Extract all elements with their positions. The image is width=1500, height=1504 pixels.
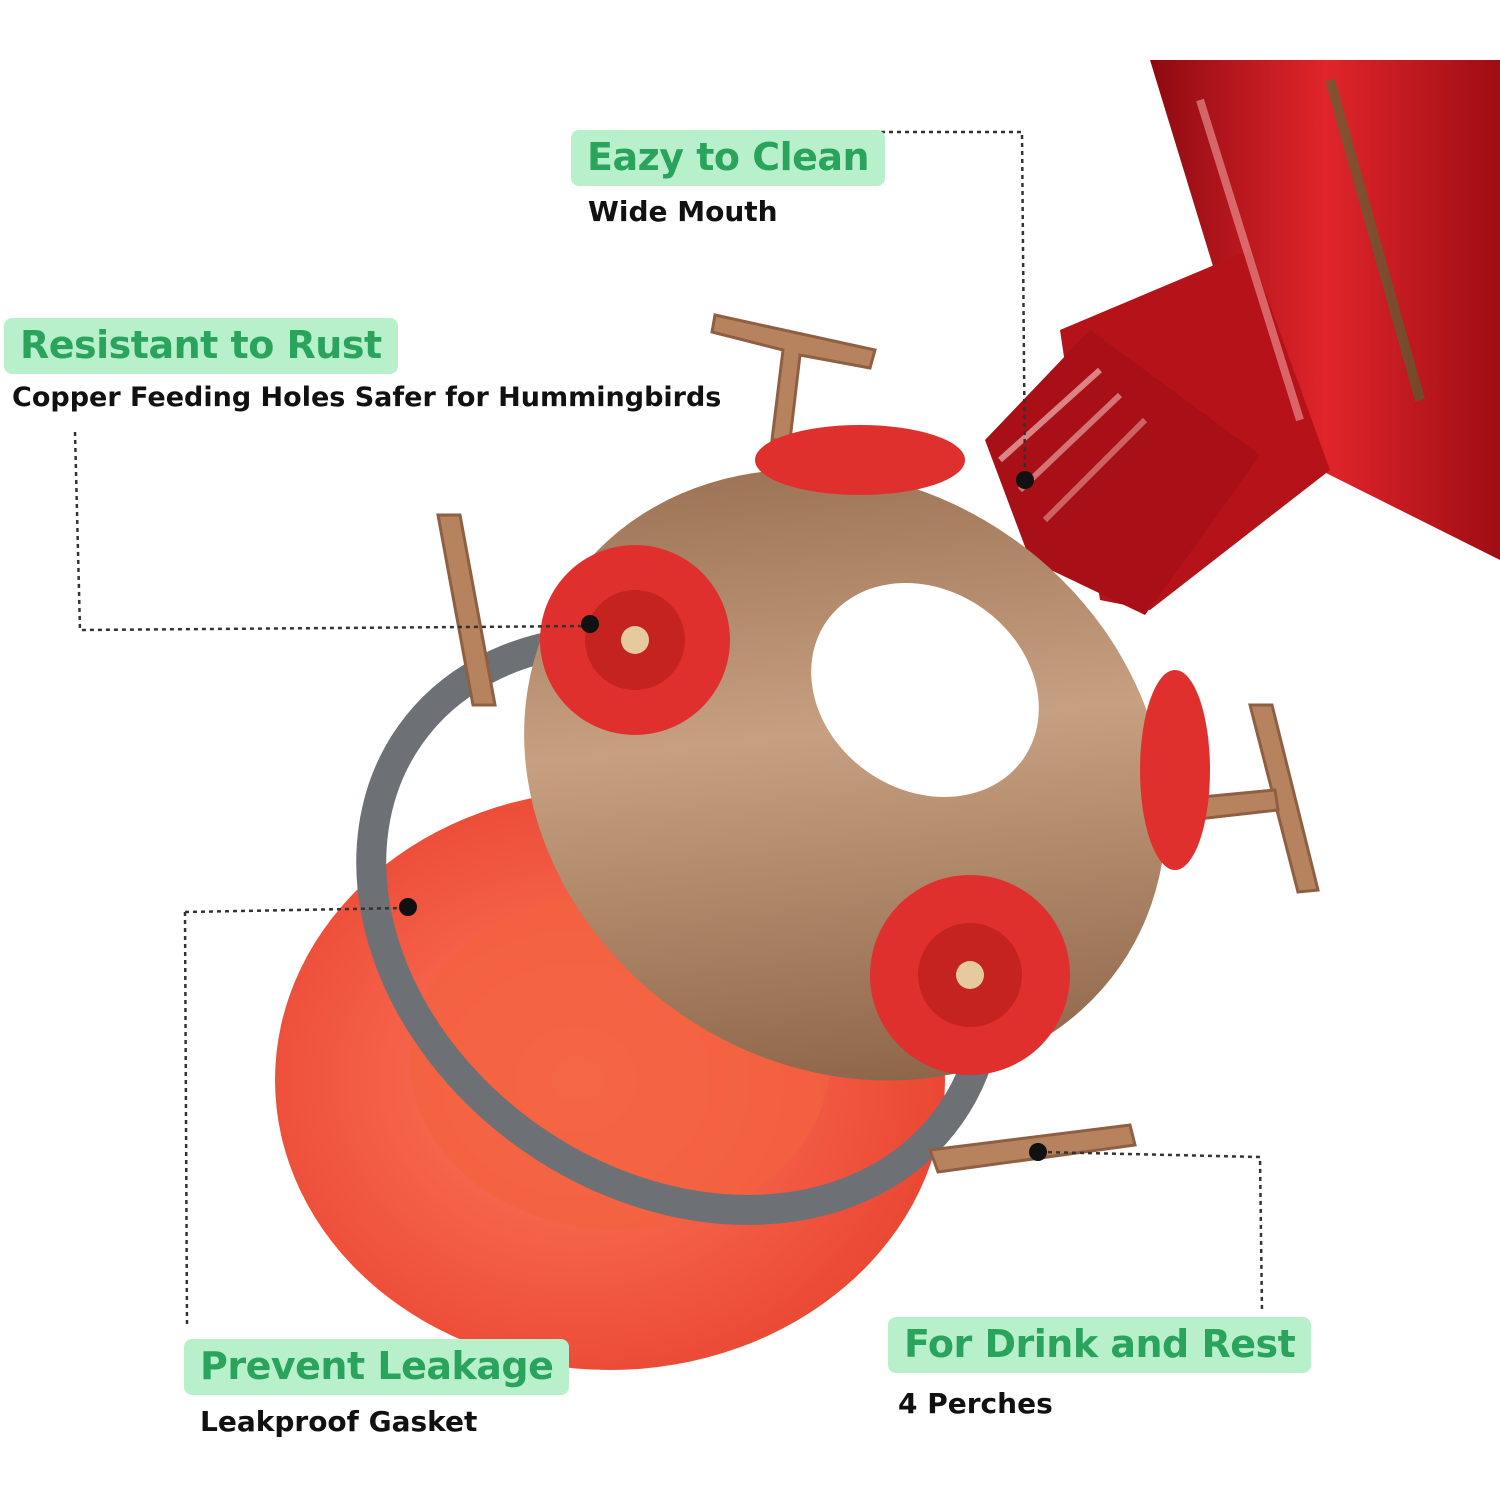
feeding-flower-3 — [755, 425, 965, 495]
perches — [436, 313, 1320, 1174]
leader-dots — [399, 471, 1047, 1161]
callout-subtitle-leak: Leakproof Gasket — [200, 1405, 478, 1438]
callout-subtitle-rest: 4 Perches — [898, 1387, 1053, 1420]
callout-title-leak: Prevent Leakage — [184, 1339, 570, 1395]
callout-subtitle-rust: Copper Feeding Holes Safer for Hummingbi… — [12, 382, 722, 413]
callout-title-clean: Eazy to Clean — [571, 130, 886, 186]
feeding-flower-1 — [540, 545, 730, 735]
feeding-flower-4 — [1140, 670, 1210, 870]
glass-bottle — [985, 60, 1500, 615]
leader-lines — [73, 130, 1264, 1326]
callout-title-rest: For Drink and Rest — [888, 1317, 1312, 1373]
feeding-flower-2 — [870, 875, 1070, 1075]
callout-title-rust: Resistant to Rust — [4, 318, 398, 374]
callout-subtitle-clean: Wide Mouth — [588, 195, 778, 228]
